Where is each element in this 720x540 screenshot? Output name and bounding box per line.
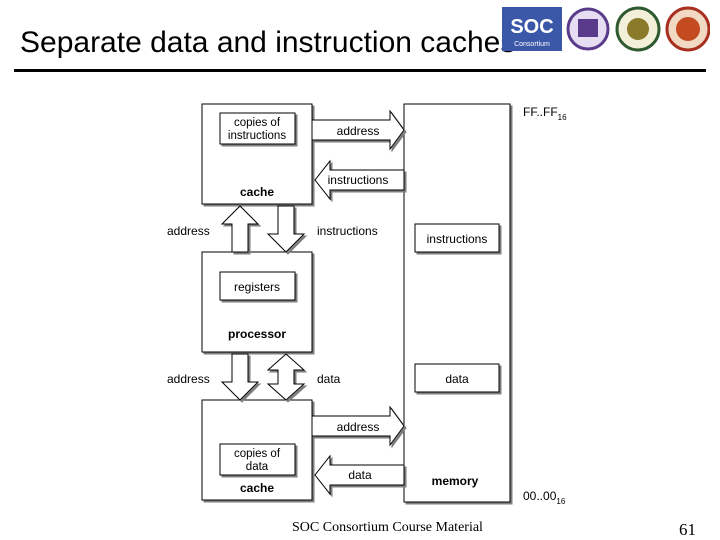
memory-top-address: FF..FF16 [523, 105, 567, 122]
top-address-arrow [311, 109, 405, 151]
copies-of-data-line1: copies of [234, 448, 281, 460]
top-instructions-arrow-label: instructions [328, 173, 389, 187]
logos-group: SOC Consortium [502, 6, 710, 52]
memory-instructions-region [414, 223, 500, 253]
top-instructions-arrow [314, 159, 405, 201]
lower-address-arrow [220, 353, 260, 401]
upper-address-label: address [167, 224, 210, 238]
lower-data-label: data [317, 372, 341, 386]
bottom-address-arrow-label: address [337, 420, 380, 434]
instruction-cache-block: copies of instructions cache [201, 103, 313, 205]
processor-block: registers processor [201, 251, 313, 353]
lower-address-label: address [167, 372, 210, 386]
copies-of-instructions-line2: instructions [228, 130, 286, 142]
memory-data-region [414, 363, 500, 393]
bottom-data-arrow [314, 454, 405, 496]
title-underline [14, 69, 706, 72]
bottom-data-arrow-label: data [348, 468, 372, 482]
data-cache-block: copies of data cache [201, 399, 313, 501]
copies-of-instructions-box [219, 112, 296, 145]
memory-bottom-address: 00..0016 [523, 489, 566, 506]
memory-data-label: data [445, 372, 469, 386]
copies-of-instructions-line1: copies of [234, 117, 281, 129]
page-title: Separate data and instruction caches [20, 26, 516, 59]
top-address-arrow-label: address [337, 124, 380, 138]
page-number: 61 [679, 520, 696, 539]
instruction-cache-label: cache [240, 185, 274, 199]
university-seal-red [665, 6, 710, 52]
university-seal-purple [566, 7, 610, 51]
lower-data-arrow [266, 353, 306, 401]
registers-box [219, 271, 296, 301]
university-seal-green [615, 6, 661, 52]
memory-instructions-label: instructions [427, 232, 488, 246]
data-cache-label: cache [240, 481, 274, 495]
upper-instructions-arrow [266, 205, 306, 253]
memory-label: memory [432, 474, 479, 488]
memory-block: instructions data memory [403, 103, 511, 503]
footer-text: SOC Consortium Course Material [292, 520, 483, 535]
processor-label: processor [228, 327, 286, 341]
soc-logo-subtext: Consortium [514, 41, 550, 48]
registers-label: registers [234, 280, 280, 294]
copies-of-data-box [219, 443, 296, 476]
copies-of-data-line2: data [246, 461, 269, 473]
upper-address-arrow [220, 205, 260, 253]
bottom-address-arrow [311, 405, 405, 447]
soc-logo: SOC Consortium [502, 7, 562, 51]
soc-logo-text: SOC [510, 16, 553, 38]
upper-instructions-label: instructions [317, 224, 378, 238]
